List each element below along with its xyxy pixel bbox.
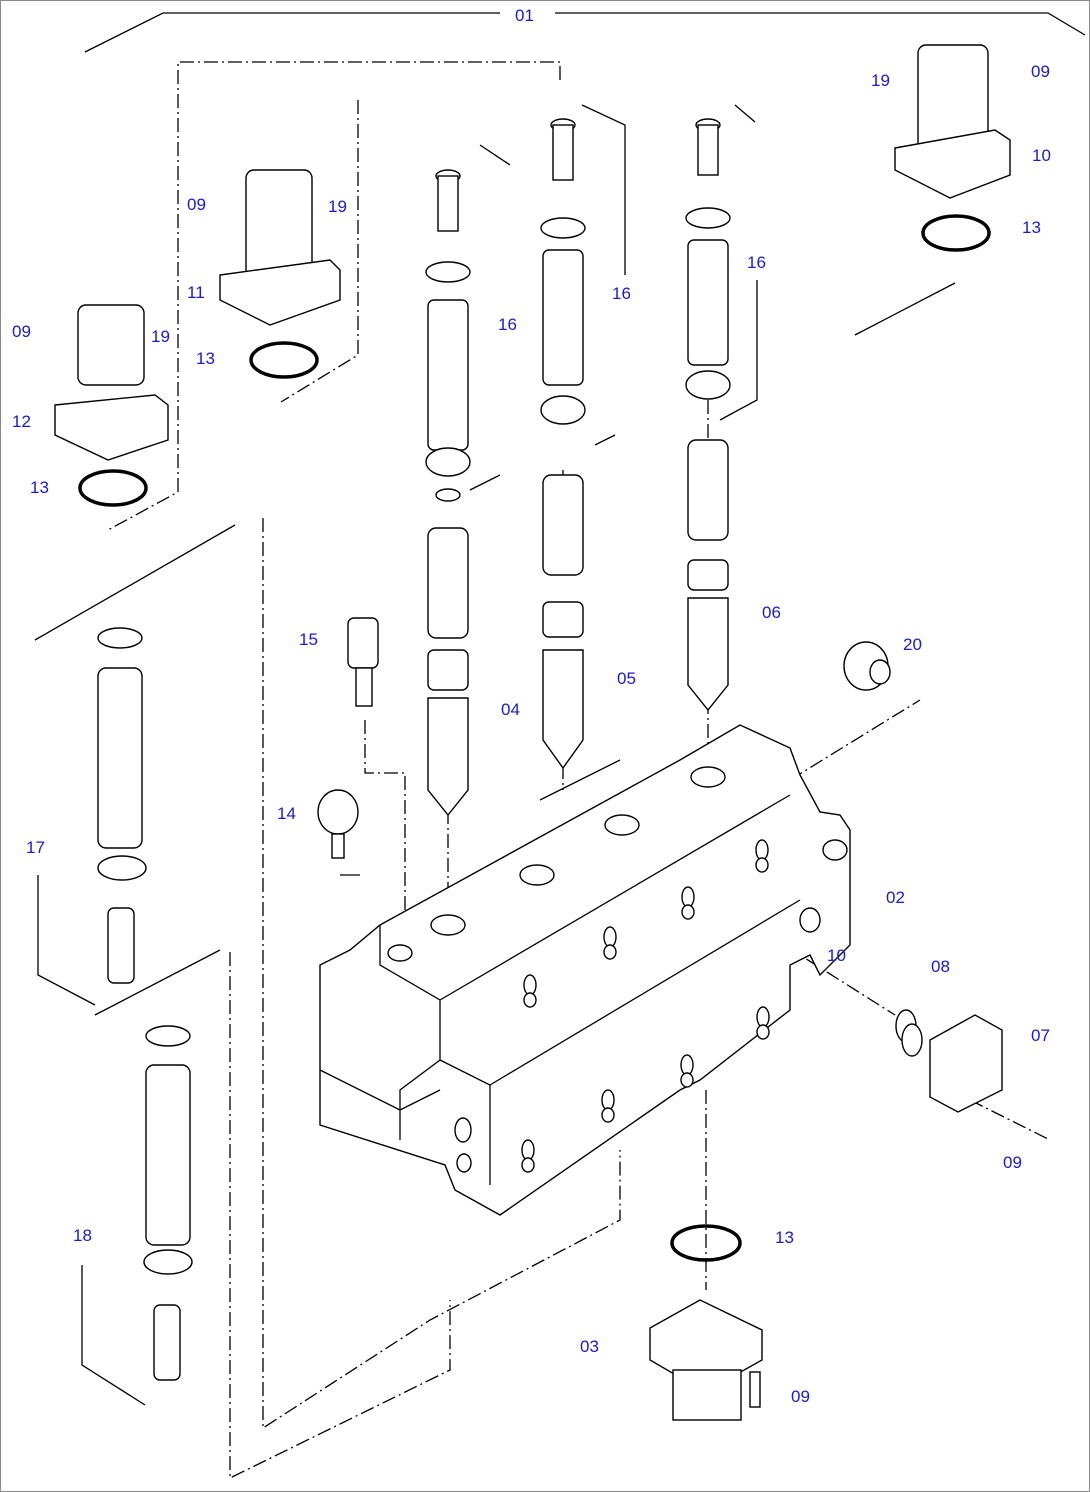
callout-03: 03 — [580, 1337, 599, 1356]
callout-14: 14 — [277, 804, 296, 823]
callout-17: 17 — [26, 838, 45, 857]
callout-16-mid: 16 — [612, 284, 631, 303]
plug-14 — [317, 789, 359, 859]
callout-08: 08 — [931, 957, 950, 976]
port-pattern-4 — [755, 839, 769, 873]
callout-07: 07 — [1031, 1026, 1050, 1045]
solenoid-assembly-11 — [219, 169, 341, 379]
spool-05 — [540, 118, 586, 770]
callout-09-bottom: 09 — [791, 1387, 810, 1406]
solenoid-assembly-12 — [54, 304, 169, 507]
port-pattern-7 — [680, 1054, 694, 1088]
block-07 — [895, 1009, 1003, 1113]
spool-06 — [685, 118, 731, 712]
port-pattern-2 — [603, 926, 617, 960]
spool-17 — [97, 627, 147, 984]
cover-03 — [649, 1224, 763, 1421]
callout-01: 01 — [515, 6, 534, 25]
callout-19-left: 19 — [151, 327, 170, 346]
callout-13-bottom: 13 — [775, 1228, 794, 1247]
solenoid-assembly-10 — [894, 44, 1011, 252]
plug-15 — [347, 617, 379, 707]
callout-02: 02 — [886, 888, 905, 907]
callout-20: 20 — [903, 635, 922, 654]
callout-12: 12 — [12, 412, 31, 431]
callout-10-right: 10 — [1032, 146, 1051, 165]
spool-04 — [425, 169, 471, 817]
spool-18 — [143, 1025, 193, 1381]
callout-16-left: 16 — [498, 315, 517, 334]
callout-19-right: 19 — [871, 71, 890, 90]
port-pattern-1 — [523, 974, 537, 1008]
port-pattern-3 — [681, 886, 695, 920]
callout-16-right: 16 — [747, 253, 766, 272]
plug-20 — [843, 641, 891, 691]
port-pattern-5 — [521, 1139, 535, 1173]
callout-10-body: 10 — [827, 946, 846, 965]
callout-13-left: 13 — [30, 478, 49, 497]
valve-body — [319, 724, 851, 1216]
callout-11: 11 — [187, 283, 205, 302]
callout-09-top-right: 09 — [1031, 62, 1050, 81]
callout-13-right: 13 — [1022, 218, 1041, 237]
callout-06: 06 — [762, 603, 781, 622]
callout-09-block: 09 — [1003, 1153, 1022, 1172]
leader-lines — [34, 104, 758, 1406]
callout-18: 18 — [73, 1226, 92, 1245]
callout-13-mid: 13 — [196, 349, 215, 368]
callout-05: 05 — [617, 669, 636, 688]
bolt-09-bottom — [749, 1371, 761, 1408]
callout-19-mid: 19 — [328, 197, 347, 216]
assembly-bracket — [84, 12, 1086, 336]
port-pattern-8 — [756, 1006, 770, 1040]
callout-09-left: 09 — [12, 322, 31, 341]
callout-04: 04 — [501, 700, 520, 719]
callout-15: 15 — [299, 630, 318, 649]
callout-09-upper-mid: 09 — [187, 195, 206, 214]
port-pattern-6 — [601, 1089, 615, 1123]
